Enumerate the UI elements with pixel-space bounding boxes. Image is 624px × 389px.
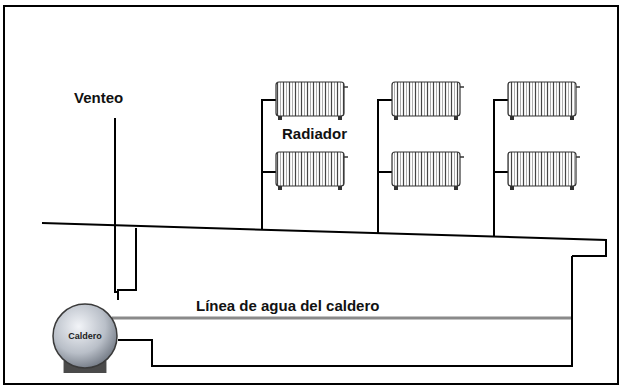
riser-pipe	[378, 100, 392, 233]
frame	[4, 6, 618, 384]
riser-pipe	[494, 100, 508, 237]
riser-pipe	[262, 100, 276, 230]
radiator-symbol	[392, 152, 464, 190]
diagram-label: Radiador	[282, 126, 347, 143]
radiator-symbol	[392, 82, 464, 120]
supply-main	[42, 223, 606, 256]
radiator-symbol	[276, 82, 348, 120]
vent-pipe	[115, 118, 118, 292]
boiler-circle: Caldero	[52, 303, 118, 369]
boiler-outlet	[118, 228, 136, 300]
boiler-label: Caldero	[68, 331, 102, 341]
radiator-risers	[262, 82, 580, 237]
water-line	[112, 317, 572, 320]
diagram-label: Línea de agua del caldero	[196, 298, 379, 315]
radiator-symbol	[508, 82, 580, 120]
diagram-label: Venteo	[74, 90, 123, 107]
radiator-symbol	[508, 152, 580, 190]
radiator-symbol	[276, 152, 348, 190]
return-line	[118, 256, 572, 366]
